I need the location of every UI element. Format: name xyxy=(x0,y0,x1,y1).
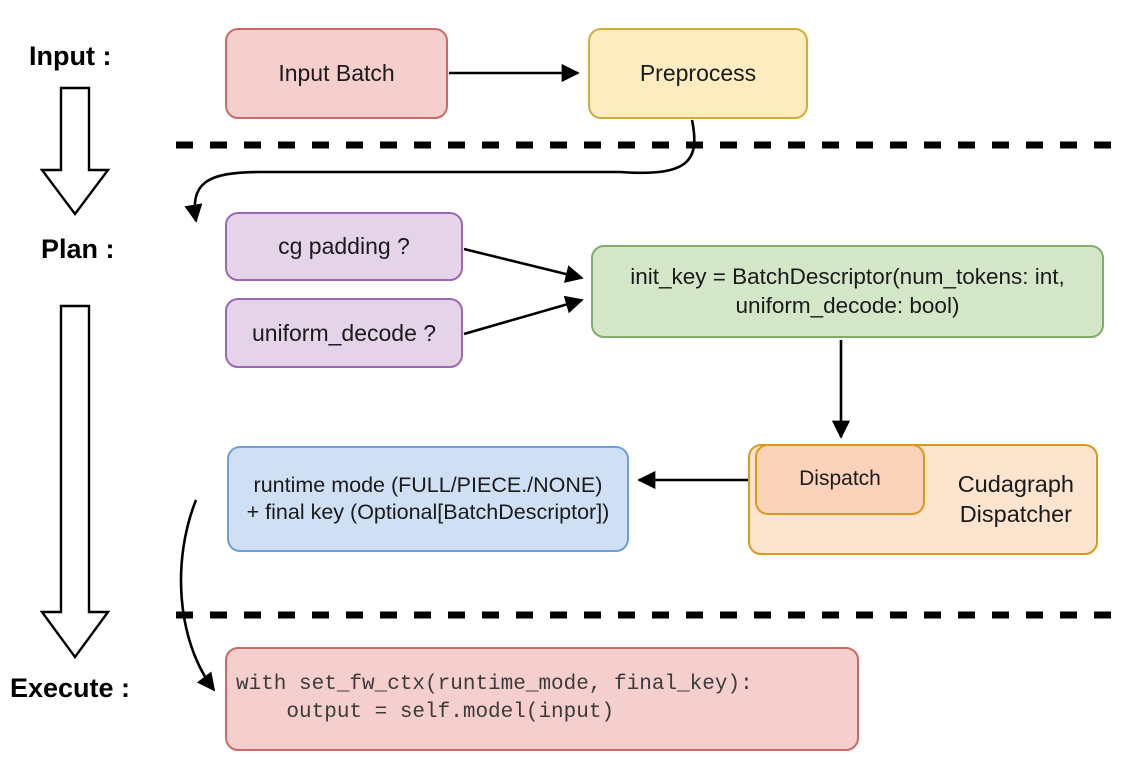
stage-arrow-plan-to-execute xyxy=(39,304,111,660)
node-code-block-text: with set_fw_ctx(runtime_mode, final_key)… xyxy=(236,671,753,728)
node-runtime-mode[interactable]: runtime mode (FULL/PIECE./NONE) + final … xyxy=(227,446,629,552)
node-init-key-line-2: uniform_decode: bool) xyxy=(735,292,960,318)
connector-runtime-mode-to-code xyxy=(179,499,216,692)
node-uniform-decode[interactable]: uniform_decode ? xyxy=(225,298,463,368)
node-code-block-line-1: with set_fw_ctx(runtime_mode, final_key)… xyxy=(236,672,753,696)
stage-label-input: Input : xyxy=(29,41,112,71)
node-input-batch[interactable]: Input Batch xyxy=(225,28,448,119)
node-preprocess[interactable]: Preprocess xyxy=(588,28,808,119)
node-runtime-mode-text: runtime mode (FULL/PIECE./NONE) + final … xyxy=(247,472,610,526)
node-init-key-line-1: init_key = BatchDescriptor(num_tokens: i… xyxy=(630,264,1065,290)
connector-cg-padding-to-init-key xyxy=(463,247,584,283)
node-runtime-mode-line-1: runtime mode (FULL/PIECE./NONE) xyxy=(253,473,603,498)
node-preprocess-label: Preprocess xyxy=(639,60,757,87)
node-init-key[interactable]: init_key = BatchDescriptor(num_tokens: i… xyxy=(591,245,1104,338)
node-runtime-mode-line-2: + final key (Optional[BatchDescriptor]) xyxy=(246,500,610,524)
node-cg-padding[interactable]: cg padding ? xyxy=(225,212,463,281)
node-cudagraph-dispatcher-line-2: Dispatcher xyxy=(959,500,1073,527)
node-cudagraph-dispatcher-line-1: Cudagraph xyxy=(957,471,1074,498)
connector-preprocess-to-cg-padding xyxy=(184,119,696,223)
node-dispatch-label: Dispatch xyxy=(799,467,881,491)
node-cudagraph-dispatcher-text: Cudagraph Dispatcher xyxy=(958,470,1074,529)
node-init-key-text: init_key = BatchDescriptor(num_tokens: i… xyxy=(630,263,1065,319)
connector-uniform-decode-to-init-key xyxy=(463,295,584,336)
node-cg-padding-label: cg padding ? xyxy=(278,233,410,260)
stage-arrow-input-to-plan xyxy=(39,86,111,216)
stage-label-plan: Plan : xyxy=(41,234,115,264)
node-input-batch-label: Input Batch xyxy=(278,60,395,87)
node-code-block[interactable]: with set_fw_ctx(runtime_mode, final_key)… xyxy=(225,647,859,751)
node-code-block-line-2: output = self.model(input) xyxy=(236,701,615,724)
node-uniform-decode-label: uniform_decode ? xyxy=(251,319,437,346)
node-dispatch[interactable]: Dispatch xyxy=(755,444,925,515)
stage-label-execute: Execute : xyxy=(10,673,131,703)
